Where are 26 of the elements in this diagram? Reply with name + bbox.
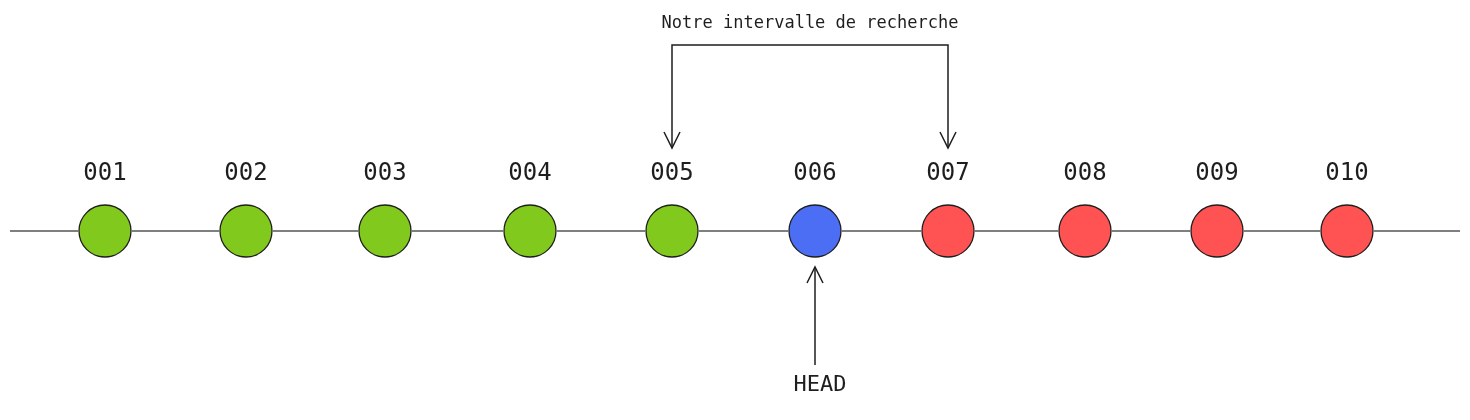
timeline-line [841,230,922,232]
arrow [806,266,824,366]
commit-label: 004 [508,158,552,186]
timeline-line [272,230,359,232]
commit-label: 009 [1195,158,1239,186]
timeline-line [1373,230,1461,232]
commit-label: 008 [1063,158,1107,186]
timeline-line [411,230,504,232]
commit-label: 010 [1325,158,1369,186]
timeline-line [698,230,789,232]
timeline-line [9,230,79,232]
commit-label: 003 [363,158,407,186]
timeline-line [1243,230,1321,232]
timeline-line [1111,230,1191,232]
timeline-line [974,230,1059,232]
pointer-label: HEAD [793,371,847,396]
annotation-text: Notre intervalle de recherche [661,12,959,32]
commit-label: 006 [793,158,837,186]
commit-label: 007 [926,158,970,186]
commit-label: 005 [650,158,694,186]
commit-label: 002 [224,158,268,186]
timeline-line [131,230,220,232]
commit-label: 001 [83,158,127,186]
timeline-line [556,230,646,232]
arrow [809,44,957,149]
arrow [663,44,811,149]
